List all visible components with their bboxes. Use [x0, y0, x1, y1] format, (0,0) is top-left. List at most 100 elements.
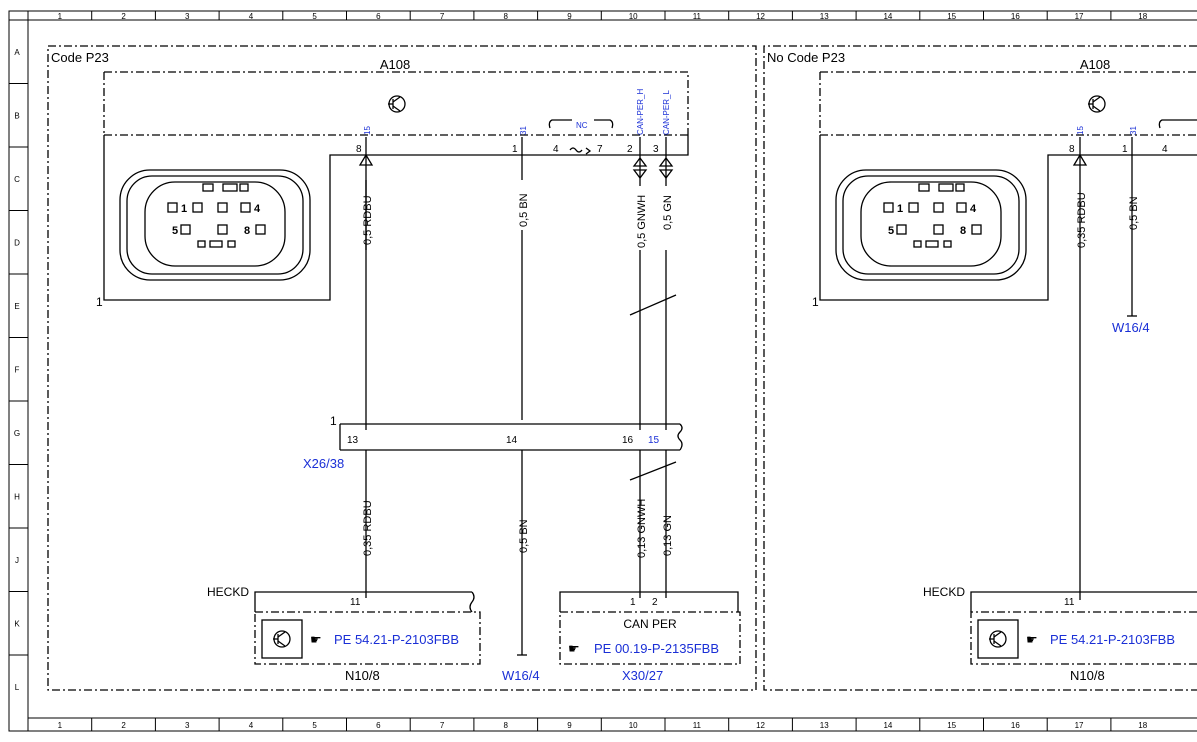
ground-label: W16/4	[1112, 320, 1150, 335]
wire-gn-top: 0,5 GN	[662, 195, 674, 230]
connector-pin-1: 1	[181, 203, 187, 215]
signal-15: 15	[363, 126, 372, 135]
left-module-label: A108	[380, 57, 410, 72]
connector-pin-5: 5	[888, 225, 894, 237]
grid-column-label: 2	[121, 12, 126, 21]
grid-column-label: 6	[376, 721, 381, 730]
wire-bn-bot: 0,5 BN	[518, 519, 530, 553]
grid-row-label: K	[14, 619, 20, 628]
pin-4: 4	[1162, 144, 1168, 155]
grid-column-label: 12	[756, 12, 765, 21]
canper-pin-2: 2	[652, 597, 658, 608]
grid-column-label: 16	[1011, 12, 1020, 21]
heckd-ref-link[interactable]: PE 54.21-P-2103FBB	[334, 632, 459, 647]
grid-row-label: L	[15, 683, 20, 692]
transistor-icon	[388, 95, 406, 113]
grid-column-label: 11	[693, 12, 702, 21]
strip-ref: 1	[330, 414, 337, 428]
grid-row-label: H	[14, 492, 20, 501]
grid-column-label: 8	[504, 721, 509, 730]
grid-column-label: 16	[1011, 721, 1020, 730]
canper-label: CAN PER	[623, 617, 677, 631]
grid-row-label: C	[14, 175, 20, 184]
grid-frame: 1122334455667788991010111112121313141415…	[8, 10, 1197, 732]
grid-row-label: J	[15, 556, 19, 565]
grid-column-label: 4	[249, 721, 254, 730]
grid-row-label: F	[15, 365, 20, 374]
signal-can-l: CAN-PER_L	[662, 90, 671, 135]
grid-column-label: 5	[312, 721, 317, 730]
grid-row-label: A	[14, 48, 20, 57]
connector-drawing: 1 4 5 8	[835, 169, 1027, 281]
grid-column-label: 15	[947, 12, 956, 21]
connector-pin-8: 8	[244, 225, 250, 237]
grid-column-label: 7	[440, 12, 445, 21]
right-connector-ref: 1	[812, 295, 819, 309]
heckd-name: N10/8	[345, 668, 380, 683]
pointing-hand-icon: ☛	[568, 641, 580, 656]
pin-4: 4	[553, 144, 559, 155]
connector-pin-1: 1	[897, 203, 903, 215]
grid-column-label: 6	[376, 12, 381, 21]
grid-column-label: 7	[440, 721, 445, 730]
grid-column-label: 13	[820, 12, 829, 21]
wire-bn-top: 0,5 BN	[518, 193, 530, 227]
pin-7: 7	[597, 144, 603, 155]
grid-column-label: 10	[629, 12, 638, 21]
strip-pin-14: 14	[506, 435, 518, 446]
pin-1: 1	[1122, 144, 1128, 155]
grid-column-label: 3	[185, 721, 190, 730]
grid-column-label: 13	[820, 721, 829, 730]
wire-bn: 0,5 BN	[1128, 196, 1140, 230]
wire-rdbu-bot: 0,35 RDBU	[362, 500, 374, 556]
connector-drawing: 1 4 5 8	[119, 169, 311, 281]
transistor-icon	[989, 630, 1007, 648]
right-module-label: A108	[1080, 57, 1110, 72]
pin-1: 1	[512, 144, 518, 155]
connector-pin-8: 8	[960, 225, 966, 237]
grid-column-label: 11	[693, 721, 702, 730]
signal-can-h: CAN-PER_H	[636, 89, 645, 135]
nc-label: NC	[576, 121, 588, 130]
canper-name: X30/27	[622, 668, 663, 683]
grid-row-label: D	[14, 238, 20, 247]
heckd-pin: 11	[1064, 597, 1075, 608]
pin-3: 3	[653, 144, 659, 155]
strip-pin-15: 15	[648, 435, 660, 446]
grid-column-label: 1	[58, 12, 63, 21]
pin-2: 2	[627, 144, 633, 155]
connector-pin-5: 5	[172, 225, 178, 237]
canper-ref-link[interactable]: PE 00.19-P-2135FBB	[594, 641, 719, 656]
right-panel-title: No Code P23	[767, 50, 845, 65]
grid-row-label: G	[14, 429, 20, 438]
grid-column-label: 15	[947, 721, 956, 730]
left-panel-title: Code P23	[51, 50, 109, 65]
grid-column-label: 2	[121, 721, 126, 730]
grid-column-label: 14	[883, 721, 892, 730]
left-connector-ref: 1	[96, 295, 103, 309]
strip-pin-13: 13	[347, 435, 359, 446]
right-panel: No Code P23 A108 1	[763, 45, 1197, 691]
pointing-hand-icon: ☛	[310, 632, 322, 647]
canper-pin-1: 1	[630, 597, 636, 608]
grid-row-label: B	[14, 111, 19, 120]
grid-column-label: 1	[58, 721, 63, 730]
signal-31: 31	[1129, 126, 1138, 135]
grid-column-label: 14	[883, 12, 892, 21]
connector-pin-4: 4	[970, 203, 977, 215]
grid-column-label: 18	[1138, 12, 1147, 21]
wire-rdbu: 0,35 RDBU	[1076, 192, 1088, 248]
heckd-label: HECKD	[207, 585, 249, 599]
grid-column-label: 17	[1075, 721, 1084, 730]
strip-name: X26/38	[303, 456, 344, 471]
heckd-name: N10/8	[1070, 668, 1105, 683]
grid-column-label: 8	[504, 12, 509, 21]
heckd-ref-link[interactable]: PE 54.21-P-2103FBB	[1050, 632, 1175, 647]
grid-column-label: 9	[567, 721, 572, 730]
wire-rdbu-top: 0,5 RDBU	[362, 195, 374, 245]
heckd-label: HECKD	[923, 585, 965, 599]
transistor-icon	[273, 630, 291, 648]
strip-pin-16: 16	[622, 435, 634, 446]
grid-column-label: 3	[185, 12, 190, 21]
